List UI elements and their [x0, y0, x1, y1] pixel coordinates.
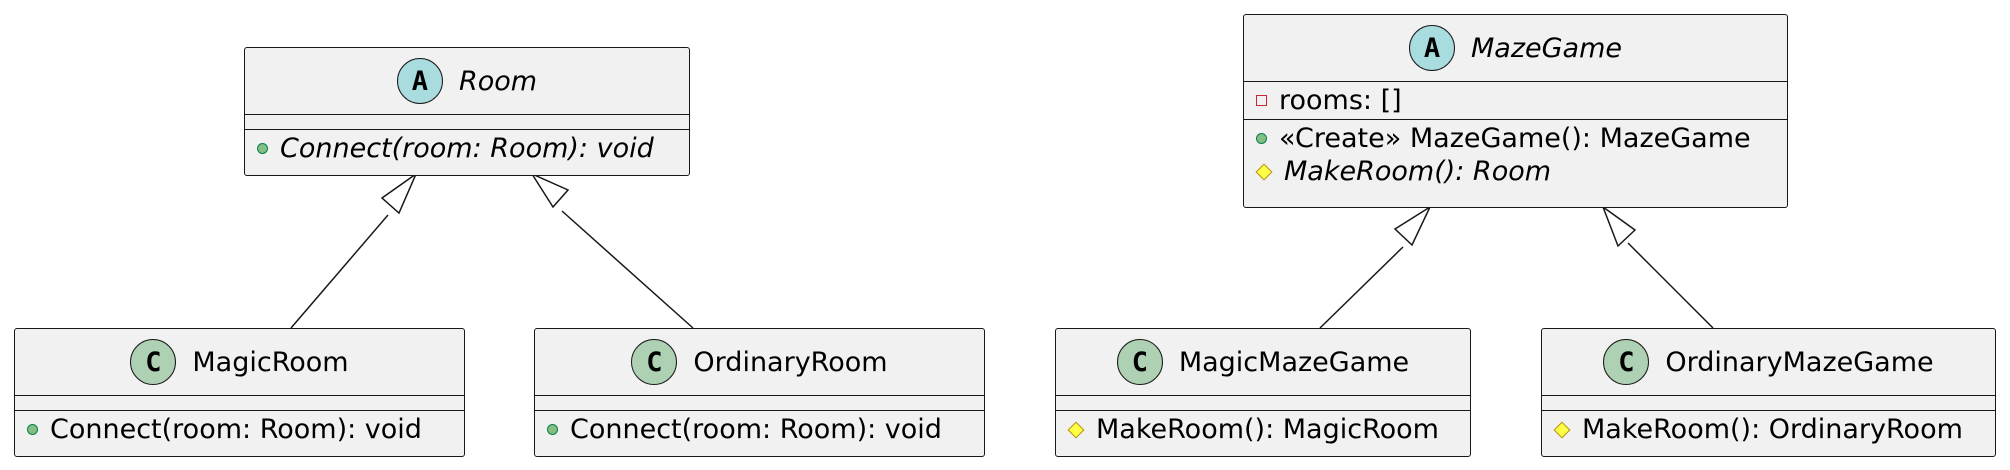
method-signature: Connect(room: Room): void: [570, 414, 942, 445]
class-name: MagicMazeGame: [1178, 346, 1410, 378]
public-visibility-icon: [1256, 133, 1267, 144]
class-header: A MazeGame: [1244, 15, 1787, 81]
public-visibility-icon: [257, 143, 268, 154]
class-name: OrdinaryRoom: [693, 346, 888, 378]
inheritance-arrowhead: [530, 172, 570, 209]
method-signature: Connect(room: Room): void: [280, 133, 654, 164]
class-header: C MagicRoom: [15, 329, 464, 395]
field-declaration: rooms: []: [1279, 85, 1402, 116]
class-maze-game[interactable]: A MazeGame rooms: [] «Create» MazeGame()…: [1243, 14, 1788, 208]
class-icon: C: [1603, 339, 1650, 385]
method-signature: Connect(room: Room): void: [50, 414, 422, 445]
method-signature: MakeRoom(): Room: [1284, 156, 1552, 187]
protected-visibility-icon: [1255, 163, 1273, 180]
method-row: MakeRoom(): Room: [1255, 155, 1775, 188]
class-name: Room: [458, 65, 538, 97]
method-row: Connect(room: Room): void: [547, 413, 972, 446]
methods-section: MakeRoom(): MagicRoom: [1056, 410, 1470, 448]
abstract-class-icon: A: [1408, 25, 1455, 71]
edge-ordinaryroom-room: [561, 210, 694, 329]
fields-section: [245, 114, 689, 129]
edge-magicmazegame-mazegame: [1319, 246, 1404, 329]
inheritance-arrowhead: [1601, 204, 1637, 248]
inheritance-arrowhead: [1393, 204, 1432, 247]
class-room[interactable]: A Room Connect(room: Room): void: [244, 47, 690, 176]
methods-section: Connect(room: Room): void: [15, 410, 464, 448]
class-name: MazeGame: [1470, 32, 1622, 64]
class-name: MagicRoom: [192, 346, 349, 378]
public-visibility-icon: [547, 424, 558, 435]
fields-section: [1056, 395, 1470, 410]
method-row: MakeRoom(): MagicRoom: [1067, 413, 1458, 446]
class-ordinary-maze-game[interactable]: C OrdinaryMazeGame MakeRoom(): OrdinaryR…: [1541, 328, 1996, 457]
edge-ordinarymazegame-mazegame: [1627, 242, 1714, 329]
field-row: rooms: []: [1256, 84, 1775, 117]
method-signature: MakeRoom(): OrdinaryRoom: [1582, 414, 1963, 445]
class-icon: C: [130, 339, 177, 385]
public-visibility-icon: [27, 424, 38, 435]
method-row: Connect(room: Room): void: [257, 132, 677, 165]
protected-visibility-icon: [1553, 421, 1571, 438]
protected-visibility-icon: [1067, 421, 1085, 438]
fields-section: [1542, 395, 1995, 410]
class-header: C OrdinaryRoom: [535, 329, 984, 395]
class-name: OrdinaryMazeGame: [1665, 346, 1934, 378]
class-icon: C: [1116, 339, 1163, 385]
class-icon: C: [631, 339, 678, 385]
method-row: «Create» MazeGame(): MazeGame: [1256, 122, 1775, 155]
method-row: MakeRoom(): OrdinaryRoom: [1553, 413, 1983, 446]
edge-magicroom-room: [290, 214, 389, 329]
method-signature: «Create» MazeGame(): MazeGame: [1279, 123, 1751, 154]
methods-section: Connect(room: Room): void: [535, 410, 984, 448]
class-header: A Room: [245, 48, 689, 114]
method-row: Connect(room: Room): void: [27, 413, 452, 446]
methods-section: MakeRoom(): OrdinaryRoom: [1542, 410, 1995, 448]
class-magic-room[interactable]: C MagicRoom Connect(room: Room): void: [14, 328, 465, 457]
class-ordinary-room[interactable]: C OrdinaryRoom Connect(room: Room): void: [534, 328, 985, 457]
abstract-class-icon: A: [396, 58, 443, 104]
fields-section: [15, 395, 464, 410]
fields-section: [535, 395, 984, 410]
class-magic-maze-game[interactable]: C MagicMazeGame MakeRoom(): MagicRoom: [1055, 328, 1471, 457]
inheritance-arrowhead: [380, 171, 418, 215]
class-header: C MagicMazeGame: [1056, 329, 1470, 395]
methods-section: «Create» MazeGame(): MazeGame MakeRoom()…: [1244, 119, 1787, 190]
methods-section: Connect(room: Room): void: [245, 129, 689, 167]
method-signature: MakeRoom(): MagicRoom: [1096, 414, 1439, 445]
private-visibility-icon: [1256, 95, 1267, 106]
class-header: C OrdinaryMazeGame: [1542, 329, 1995, 395]
fields-section: rooms: []: [1244, 81, 1787, 119]
